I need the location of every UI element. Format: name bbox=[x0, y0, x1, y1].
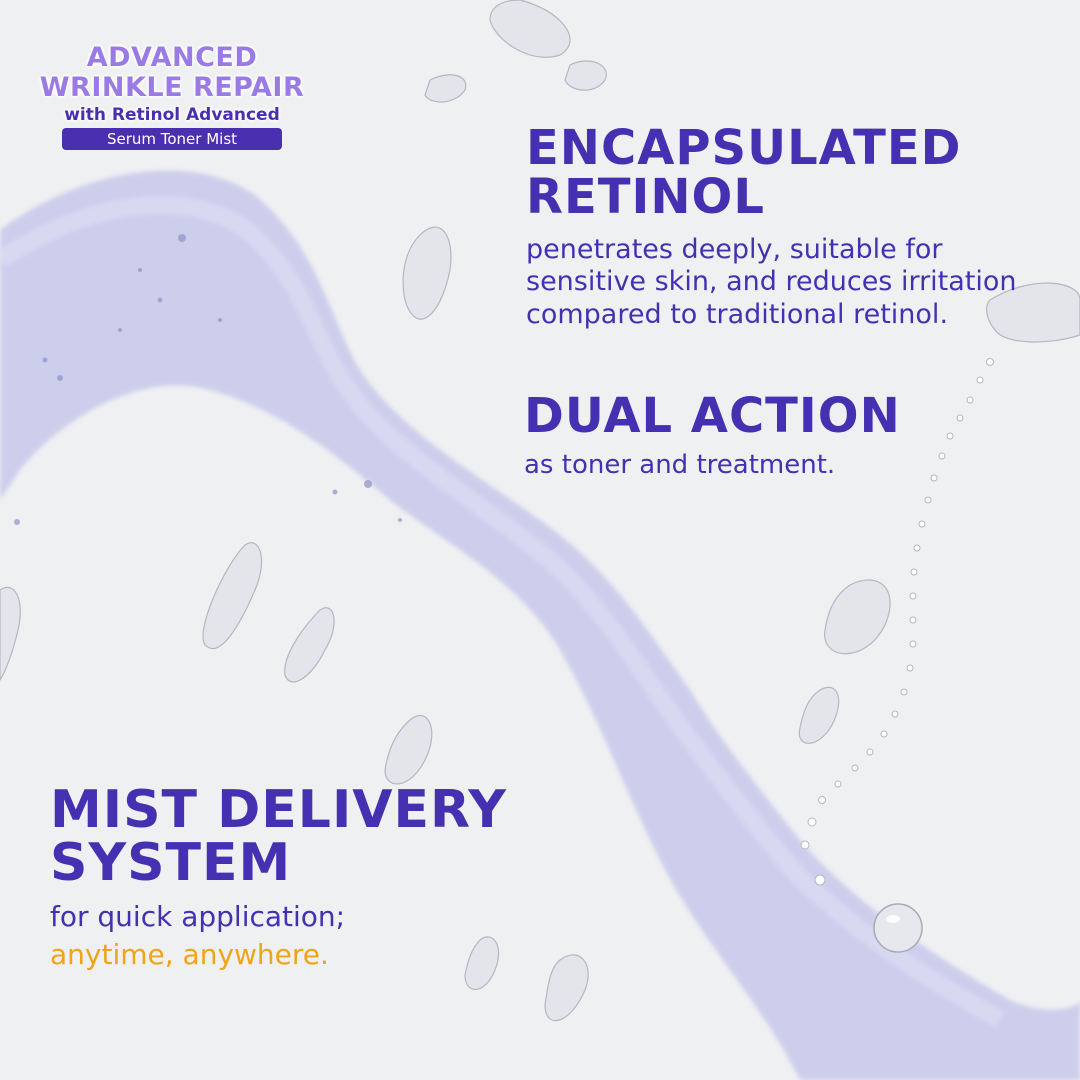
brand-line-retinol: with Retinol Advanced bbox=[64, 104, 280, 125]
serum-specks bbox=[14, 234, 402, 525]
droplet-trail bbox=[800, 358, 994, 886]
water-droplets bbox=[0, 0, 1080, 1022]
serum-smear-highlight bbox=[0, 195, 1005, 1028]
dual-action-description: as toner and treatment. bbox=[524, 450, 836, 480]
encapsulated-retinol-description: penetrates deeply, suitable for sensitiv… bbox=[526, 234, 1017, 330]
mist-delivery-highlight: anytime, anywhere. bbox=[50, 938, 329, 971]
dual-action-heading: DUAL ACTION bbox=[524, 388, 901, 444]
encapsulated-retinol-heading: ENCAPSULATED RETINOL bbox=[526, 120, 962, 225]
brand-line-advanced: ADVANCED bbox=[86, 42, 258, 73]
product-type-badge: Serum Toner Mist bbox=[62, 127, 282, 150]
brand-logo: ADVANCED WRINKLE REPAIR with Retinol Adv… bbox=[30, 42, 314, 150]
serum-smear bbox=[0, 170, 1080, 1080]
brand-line-wrinkle-repair: WRINKLE REPAIR bbox=[39, 72, 305, 104]
water-bubble bbox=[873, 903, 923, 953]
mist-delivery-description: for quick application; bbox=[50, 900, 346, 933]
mist-delivery-heading: MIST DELIVERY SYSTEM bbox=[50, 780, 507, 894]
